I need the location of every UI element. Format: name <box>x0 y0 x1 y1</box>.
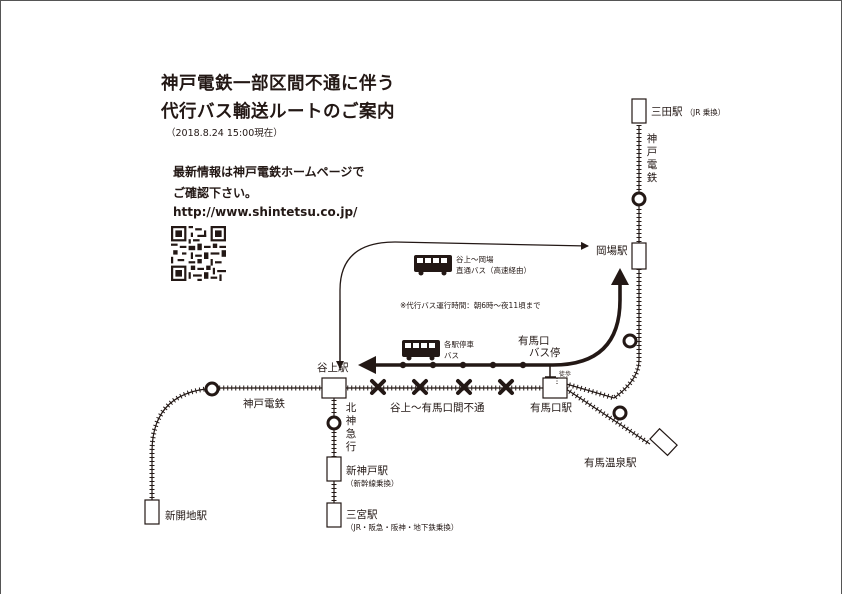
express-bus-route-to-okaba <box>339 241 589 370</box>
express-bus-label-line1: 谷上～岡場 <box>456 255 494 264</box>
bus-stop-label-line1: 有馬口 <box>518 335 550 347</box>
sanda-station-box <box>631 98 647 124</box>
notice-date: （2018.8.24 15:00現在） <box>166 128 283 139</box>
walk-label: 徒歩 <box>559 371 572 378</box>
info-line1: 最新情報は神戸電鉄ホームページで <box>173 165 365 179</box>
shintetsu-rail-line <box>149 125 652 502</box>
notice-title-line1: 神戸電鉄一部区間不通に伴う <box>161 74 395 94</box>
homepage-url[interactable]: http://www.shintetsu.co.jp/ <box>173 205 358 219</box>
shintetsu-vertical-label: 神戸電鉄 <box>646 133 658 184</box>
arimaguchi-station-box <box>542 377 568 399</box>
local-bus-icon <box>402 340 440 361</box>
arima-onsen-station-box <box>649 427 678 457</box>
bus-stop-label-line2: バス停 <box>529 347 561 359</box>
arimaguchi-station-label: 有馬口駅 <box>530 402 572 414</box>
shinkobe-station-label: 新神戸駅 <box>346 465 388 477</box>
local-bus-route <box>358 268 629 374</box>
notice-title-line2: 代行バス輸送ルートのご案内 <box>161 102 395 122</box>
okaba-station-label: 岡場駅 <box>596 245 628 257</box>
sanda-station-label: 三田駅（JR 乗換） <box>651 106 726 118</box>
hokushin-line-label: 北神急行 <box>345 402 357 453</box>
bus-stop-marker <box>545 364 558 384</box>
tanigami-station-box <box>321 377 347 399</box>
shinkaichi-station-box <box>144 499 160 525</box>
suspended-section-label: 谷上～有馬口間不通 <box>390 402 485 414</box>
shinkaichi-station-label: 新開地駅 <box>165 510 207 522</box>
bus-hours-note: ※代行バス運行時間：朝6時～夜11頃まで <box>400 301 541 310</box>
qr-code[interactable] <box>171 226 226 281</box>
local-bus-label-line2: バス <box>444 351 459 360</box>
express-bus-icon <box>414 255 452 276</box>
tanigami-station-label: 谷上駅 <box>317 362 349 374</box>
info-line2: ご確認下さい。 <box>173 186 258 200</box>
shintetsu-line-label: 神戸電鉄 <box>243 398 285 410</box>
intermediate-stations <box>204 191 647 431</box>
suspended-section-marks <box>370 379 514 395</box>
station-boxes <box>144 98 678 528</box>
sannomiya-transfer-note: （JR・阪急・阪神・地下鉄乗換） <box>346 523 459 532</box>
sannomiya-station-box <box>326 502 342 528</box>
local-bus-label-line1: 各駅停車 <box>444 340 474 349</box>
express-bus-label-line2: 直通バス（高速経由） <box>456 266 531 275</box>
sannomiya-station-label: 三宮駅 <box>346 509 378 521</box>
okaba-station-box <box>631 242 647 270</box>
shinkobe-station-box <box>326 456 342 482</box>
shinkobe-transfer-note: （新幹線乗換） <box>346 479 399 488</box>
arima-onsen-station-label: 有馬温泉駅 <box>584 457 637 469</box>
